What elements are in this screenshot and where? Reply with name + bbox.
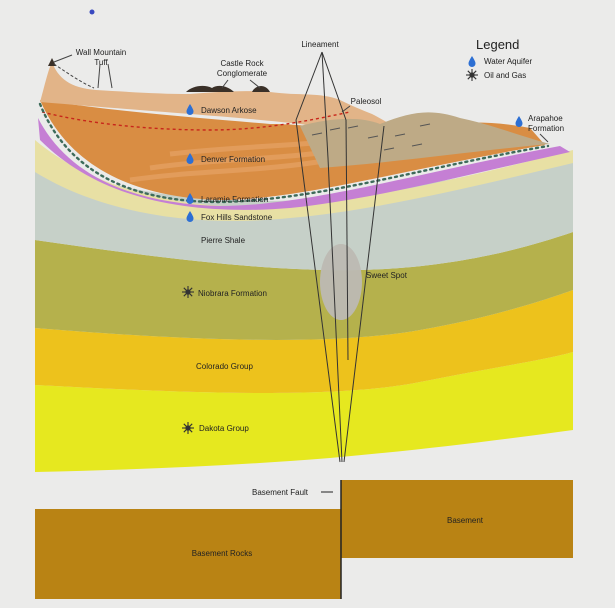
layer-label-colorado: Colorado Group: [196, 362, 253, 371]
layer-label-fox-hills: Fox Hills Sandstone: [201, 213, 273, 222]
wall-mountain-pointer-3: [53, 54, 73, 63]
marker-dot: [89, 9, 95, 15]
castle-rock-label-1: Castle Rock: [220, 59, 264, 68]
castle-rock-label-2: Conglomerate: [217, 69, 268, 78]
wall-mountain-pointer: [97, 63, 101, 89]
layer-label-denver: Denver Formation: [201, 155, 265, 164]
paleosol-label: Paleosol: [351, 97, 382, 106]
basement-fault-label: Basement Fault: [252, 488, 309, 497]
legend: Legend Water Aquifer Oil and Gas: [465, 37, 533, 82]
basement-left-block: [35, 509, 341, 599]
basement-right-block: [341, 480, 573, 558]
layer-dakota: [35, 352, 573, 472]
wall-mountain-pointer-2: [107, 63, 113, 89]
arapahoe-label-1: Arapahoe: [528, 114, 563, 123]
water-drop-icon: [515, 116, 523, 127]
lineament-lines: [295, 51, 385, 463]
arapahoe-label-2: Formation: [528, 124, 564, 133]
water-drop-icon: [468, 56, 476, 67]
layer-label-niobrara: Niobrara Formation: [198, 289, 267, 298]
arapahoe-pointer: [539, 133, 549, 143]
wall-mountain-label-2: Tuff: [94, 58, 108, 67]
unconformity-line: [38, 102, 550, 204]
castle-rock-pointer-2: [249, 79, 261, 89]
castle-rock-pointer: [221, 79, 229, 89]
legend-item-oil-gas: Oil and Gas: [484, 71, 526, 80]
legend-item-water: Water Aquifer: [484, 57, 533, 66]
layer-dawson: [40, 62, 400, 132]
basement-label: Basement: [447, 516, 484, 525]
arapahoe-dashes: [311, 123, 431, 151]
layer-label-laramie: Laramie Formation: [201, 195, 268, 204]
sweet-spot-label: Sweet Spot: [366, 271, 408, 280]
layer-fox-hills: [35, 140, 573, 221]
layer-label-dakota: Dakota Group: [199, 424, 249, 433]
layer-niobrara: [35, 232, 573, 340]
layer-colorado: [35, 290, 573, 393]
layer-arapahoe: [300, 112, 550, 168]
sweet-spot: [320, 244, 362, 320]
paleosol-line: [41, 111, 351, 131]
oil-gas-icon: [465, 68, 479, 82]
lineament-label: Lineament: [301, 40, 339, 49]
basement-rocks-label: Basement Rocks: [192, 549, 252, 558]
layer-label-pierre: Pierre Shale: [201, 236, 246, 245]
layer-label-dawson: Dawson Arkose: [201, 106, 257, 115]
wall-mountain-label-1: Wall Mountain: [76, 48, 126, 57]
castle-rock-lumps: [186, 85, 270, 92]
legend-title: Legend: [476, 37, 519, 52]
wall-mountain-arc: [53, 63, 95, 89]
